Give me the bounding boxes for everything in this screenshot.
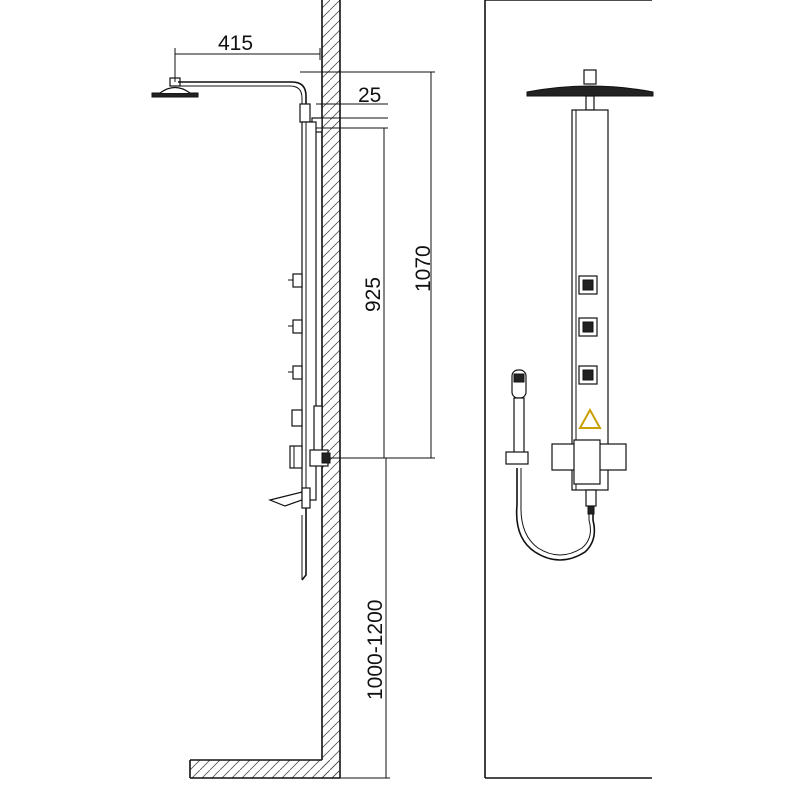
panel-back-block	[313, 405, 323, 453]
head-connector	[585, 95, 595, 111]
dim-inlet-to-top-label: 925	[362, 277, 385, 312]
dim-wall-gap: 25	[316, 84, 388, 119]
side-view: 415 25 925 1070	[151, 0, 435, 779]
body-jet-2	[288, 319, 303, 334]
diverter-knob	[291, 409, 303, 427]
panel-front	[571, 109, 609, 491]
hose-outlet	[585, 489, 597, 507]
dim-overall-height: 1070	[412, 71, 435, 459]
spout-mount	[301, 487, 311, 509]
hose-side	[301, 508, 307, 581]
dim-overall-height-label: 1070	[412, 245, 435, 292]
body-jet-front-2	[578, 317, 598, 337]
dim-inlet-to-top: 925	[362, 127, 388, 459]
body-jet-front-1	[578, 275, 598, 295]
dim-wall-gap-label: 25	[358, 84, 381, 107]
diverter-triangle-icon	[578, 407, 602, 429]
mixer-handle-side	[289, 445, 303, 469]
front-view	[484, 0, 654, 779]
wall	[322, 0, 340, 778]
hose-front	[515, 468, 596, 561]
shower-head-front	[526, 69, 654, 97]
shower-arm	[178, 81, 307, 104]
hose-outlet-nut	[587, 505, 595, 515]
dim-inlet-height-label: 1000-1200	[364, 600, 387, 700]
hand-shower-front	[505, 369, 529, 465]
body-jet-1	[288, 273, 303, 288]
hand-shower-holder	[505, 451, 529, 465]
body-jet-front-3	[578, 365, 598, 385]
hose-front-inner	[520, 468, 591, 556]
mixer-body	[573, 439, 601, 485]
inlet-connector	[321, 452, 331, 464]
body-jet-3	[288, 365, 303, 380]
dim-head-reach-label: 415	[218, 32, 253, 55]
dim-head-reach: 415	[174, 32, 321, 82]
dim-inlet-height: 1000-1200	[364, 457, 390, 779]
floor	[190, 760, 340, 778]
panel-top-cap	[299, 103, 311, 123]
shower-arm-inner	[178, 85, 303, 104]
tub-spout	[268, 491, 303, 507]
